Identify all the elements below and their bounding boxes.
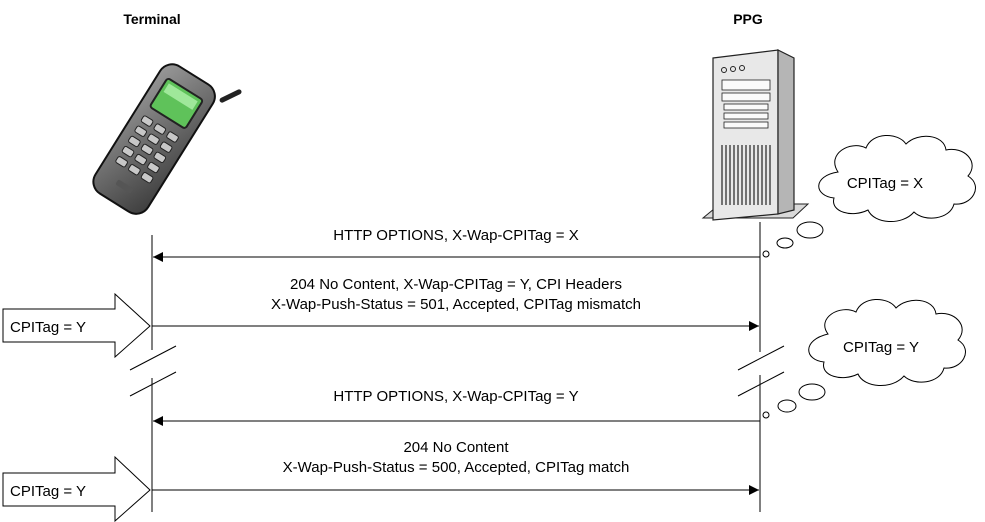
cloud-1-label: CPITag = X [847,175,923,192]
cpitag-arrow-2: CPITag = Y [2,455,151,522]
server-tower-icon [701,49,810,221]
terminal-header: Terminal [123,11,180,27]
message-label-3: HTTP OPTIONS, X-Wap-CPITag = Y [333,388,578,405]
message-label-4a: 204 No Content [403,439,509,456]
ppg-header: PPG [733,11,763,27]
cpitag-arrow-1-label: CPITag = Y [10,319,86,336]
thought-cloud-1: CPITag = X [762,135,976,258]
ppg-break-mark [737,345,785,397]
message-label-2b: X-Wap-Push-Status = 501, Accepted, CPITa… [271,296,641,313]
message-label-1: HTTP OPTIONS, X-Wap-CPITag = X [333,227,578,244]
message-label-4b: X-Wap-Push-Status = 500, Accepted, CPITa… [283,459,630,476]
thought-cloud-2: CPITag = Y [762,299,966,419]
cpitag-arrow-2-label: CPITag = Y [10,483,86,500]
terminal-break-mark [129,345,177,397]
cloud-2-label: CPITag = Y [843,339,919,356]
message-label-2a: 204 No Content, X-Wap-CPITag = Y, CPI He… [290,276,622,293]
mobile-phone-icon [92,63,242,215]
cpitag-arrow-1: CPITag = Y [2,292,151,359]
